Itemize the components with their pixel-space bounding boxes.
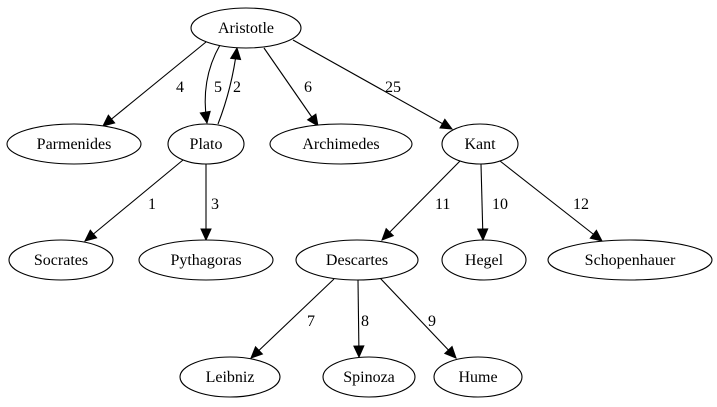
node-label: Descartes [326,252,388,269]
node-label: Archimedes [302,136,379,153]
node-ellipse [6,123,142,165]
edge-kant-to-hegel: 10 [476,163,508,242]
edge-aristotle-to-parmenides: 4 [102,41,207,127]
arrowhead-icon [250,345,264,359]
edge-line [379,277,457,359]
arrowhead-icon [353,345,365,359]
edge-weight-label: 4 [176,79,184,96]
edge-aristotle-to-archimedes: 6 [263,47,319,127]
edge-weight-label: 12 [573,196,589,213]
node-label: Socrates [34,252,88,269]
node-ellipse [322,356,416,398]
node-leibniz: Leibniz [179,356,281,398]
node-label: Pythagoras [170,252,241,269]
edge-weight-label: 25 [385,79,401,96]
edge-descartes-to-leibniz: 7 [250,278,335,359]
edge-aristotle-to-plato: 5 [199,44,222,125]
arrowhead-icon [84,229,98,242]
edge-weight-label: 2 [233,79,241,96]
arrowhead-icon [200,228,212,242]
edge-line [263,47,319,127]
arrowhead-icon [443,345,457,359]
edge-line [480,163,484,241]
arrowhead-icon [229,46,242,61]
node-ellipse [433,356,523,398]
node-pythagoras: Pythagoras [138,239,274,281]
edge-plato-to-aristotle: 2 [217,46,242,125]
node-ellipse [441,123,519,165]
node-label: Plato [190,136,223,153]
edge-weight-label: 7 [307,313,315,330]
edge-descartes-to-spinoza: 8 [353,279,369,359]
arrowhead-icon [199,110,211,125]
edge-weight-label: 3 [211,196,219,213]
node-label: Spinoza [343,369,395,386]
node-descartes: Descartes [295,239,419,281]
edge-weight-label: 5 [214,79,222,96]
node-spinoza: Spinoza [322,356,416,398]
node-aristotle: Aristotle [190,7,302,49]
edge-plato-to-pythagoras: 3 [200,164,219,242]
edge-kant-to-schopenhauer: 12 [499,160,603,242]
node-label: Schopenhauer [585,252,676,269]
edge-line [499,160,603,242]
node-hegel: Hegel [441,239,527,281]
edge-aristotle-to-kant: 25 [292,39,454,130]
edge-line [102,41,207,127]
node-ellipse [8,239,114,281]
node-parmenides: Parmenides [6,123,142,165]
edge-line [84,159,184,242]
node-ellipse [269,123,413,165]
node-archimedes: Archimedes [269,123,413,165]
arrowhead-icon [381,227,395,241]
arrowhead-icon [306,113,319,127]
node-label: Leibniz [206,369,255,386]
node-ellipse [441,239,527,281]
node-ellipse [295,239,419,281]
node-ellipse [138,239,274,281]
node-ellipse [167,123,245,165]
edge-line [357,279,360,358]
edge-weight-label: 6 [304,79,312,96]
node-label: Parmenides [37,136,112,153]
arrowhead-icon [476,228,489,242]
node-label: Aristotle [218,20,274,37]
node-label: Hume [458,369,497,386]
node-ellipse [179,356,281,398]
node-hume: Hume [433,356,523,398]
edge-weight-label: 8 [361,313,369,330]
edge-weight-label: 11 [435,196,450,213]
edge-line [381,160,461,241]
edge-line [250,278,335,359]
arrowhead-icon [102,114,116,127]
edge-weight-label: 9 [428,313,436,330]
node-ellipse [547,239,713,281]
edge-plato-to-socrates: 1 [84,159,184,242]
edge-kant-to-descartes: 11 [381,160,461,241]
edge-weight-label: 1 [148,196,156,213]
node-label: Kant [464,136,496,153]
edge-line [292,39,453,130]
edge-descartes-to-hume: 9 [379,277,457,359]
node-plato: Plato [167,123,245,165]
edge-weight-label: 10 [492,196,508,213]
arrowhead-icon [589,229,603,242]
node-kant: Kant [441,123,519,165]
node-socrates: Socrates [8,239,114,281]
node-schopenhauer: Schopenhauer [547,239,713,281]
node-label: Hegel [465,252,504,269]
node-ellipse [190,7,302,49]
arrowhead-icon [439,118,454,130]
